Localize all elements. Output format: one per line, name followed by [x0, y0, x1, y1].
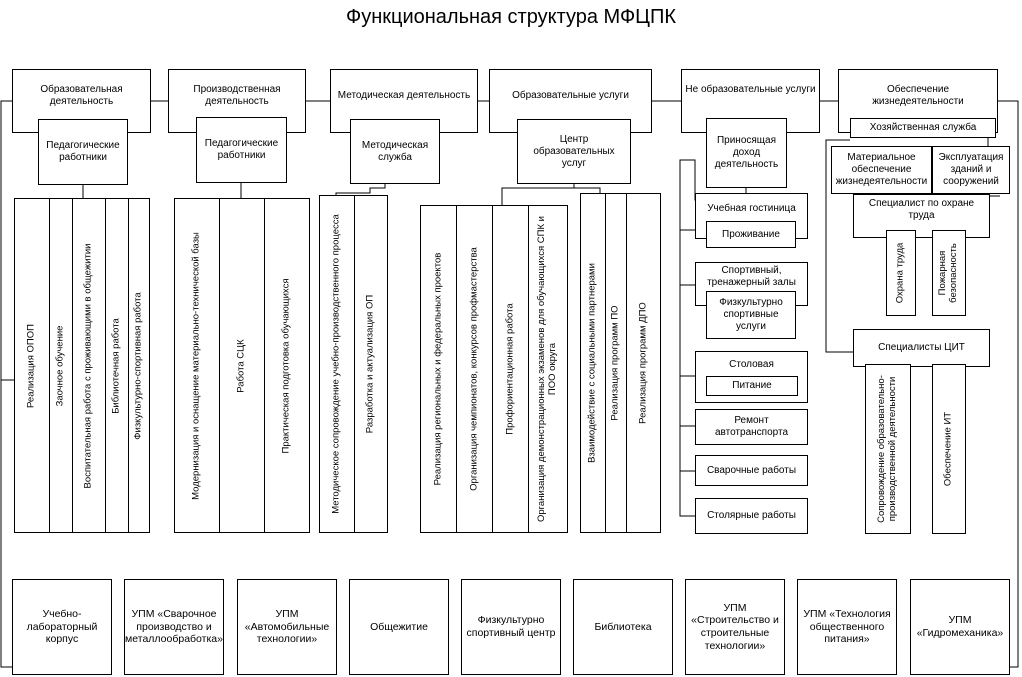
sub-box-service-center: Центр образовательных услуг	[517, 119, 631, 184]
vbox-opop: Реализация ОПОП	[14, 198, 50, 533]
vbox-projects: Реализация региональных и федеральных пр…	[420, 205, 457, 533]
vbox-methodical-support: Методическое сопровождение учебно-произв…	[319, 195, 355, 533]
vtext: Библиотечная работа	[110, 317, 122, 414]
vbox-modernization: Модернизация и оснащение материально-тех…	[174, 198, 220, 533]
bottom-box-upm-hydromechanics: УПМ «Гидромеханика»	[910, 579, 1010, 675]
sub-box-ped-workers-1: Педагогические работники	[38, 119, 128, 185]
bottom-box-upm-catering: УПМ «Технология общественного питания»	[797, 579, 897, 675]
box-carpentry: Столярные работы	[695, 498, 808, 534]
bottom-box-lab-building: Учебно-лабораторный корпус	[12, 579, 112, 675]
vtext: Профориентационная работа	[504, 303, 516, 435]
vtext: Работа СЦК	[235, 338, 247, 393]
vbox-sport-work: Физкультурно-спортивная работа	[128, 198, 150, 533]
vbox-sck: Работа СЦК	[219, 198, 265, 533]
vbox-labor-protection: Охрана труда	[886, 230, 916, 316]
vtext: Практическая подготовка обучающихся	[280, 278, 292, 453]
vtext: Организация чемпионатов, конкурсов профм…	[468, 247, 480, 491]
vbox-it-support: Обеспечение ИТ	[932, 364, 966, 534]
vbox-social-partners: Взаимодействие с социальными партнерами	[580, 193, 606, 533]
sub-box-method-service: Методическая служба	[350, 119, 440, 184]
box-sport-services: Физкультурно спортивные услуги	[706, 291, 796, 339]
box-safety-specialist: Специалист по охране труда	[853, 194, 990, 238]
vbox-correspondence: Заочное обучение	[49, 198, 73, 533]
vtext: Реализация региональных и федеральных пр…	[432, 252, 444, 486]
vtext: Взаимодействие с социальными партнерами	[586, 263, 598, 463]
vbox-po-programs: Реализация программ ПО	[605, 193, 627, 533]
vtext: Модернизация и оснащение материально-тех…	[190, 231, 202, 500]
bottom-box-upm-construction: УПМ «Строительство и строительные технол…	[685, 579, 785, 675]
vbox-championships: Организация чемпионатов, конкурсов профм…	[456, 205, 493, 533]
vtext: Реализация программ ПО	[609, 305, 621, 421]
bottom-box-upm-welding: УПМ «Сварочное производство и металлообр…	[124, 579, 224, 675]
box-material-support: Материальное обеспечение жизнедеятельнос…	[831, 146, 932, 194]
bottom-box-library: Библиотека	[573, 579, 673, 675]
vtext: Воспитательная работа с проживающими в о…	[82, 243, 94, 488]
vtext: Реализация ОПОП	[25, 323, 37, 408]
vbox-dormitory-work: Воспитательная работа с проживающими в о…	[72, 198, 106, 533]
vtext: Методическое сопровождение учебно-произв…	[330, 214, 342, 514]
vbox-demo-exams: Организация демонстрационных экзаменов д…	[528, 205, 568, 533]
vtext: Физкультурно-спортивная работа	[132, 291, 144, 440]
vbox-library-work: Библиотечная работа	[105, 198, 129, 533]
box-repair: Ремонт автотранспорта	[695, 409, 808, 445]
box-living: Проживание	[706, 221, 796, 248]
box-food: Питание	[706, 376, 798, 396]
box-welding: Сварочные работы	[695, 455, 808, 486]
vtext: Пожарная безопасность	[937, 243, 959, 303]
bottom-box-sport-center: Физкультурно спортивный центр	[461, 579, 561, 675]
vbox-practical: Практическая подготовка обучающихся	[264, 198, 310, 533]
vtext: Организация демонстрационных экзаменов д…	[536, 216, 558, 522]
vtext: Обеспечение ИТ	[942, 411, 954, 487]
vbox-op-development: Разработка и актуализация ОП	[354, 195, 388, 533]
sub-box-household: Хозяйственная служба	[850, 118, 996, 138]
box-buildings: Эксплуатация зданий и сооружений	[932, 146, 1010, 194]
vbox-dpo-programs: Реализация программ ДПО	[626, 193, 661, 533]
vtext: Охрана труда	[894, 242, 906, 304]
bottom-box-dormitory: Общежитие	[349, 579, 449, 675]
vtext: Разработка и актуализация ОП	[364, 294, 376, 434]
diagram-title: Функциональная структура МФЦПК	[345, 6, 677, 28]
vtext: Реализация программ ДПО	[637, 302, 649, 424]
vtext: Сопровождение образовательно-производств…	[876, 375, 898, 523]
vbox-career-guidance: Профориентационная работа	[492, 205, 529, 533]
vbox-edu-support: Сопровождение образовательно-производств…	[865, 364, 911, 534]
box-cit-specialists: Специалисты ЦИТ	[853, 329, 990, 367]
vtext: Заочное обучение	[54, 325, 66, 406]
vbox-fire-safety: Пожарная безопасность	[932, 230, 966, 316]
sub-box-ped-workers-2: Педагогические работники	[196, 117, 287, 183]
bottom-box-upm-auto: УПМ «Автомобильные технологии»	[237, 579, 337, 675]
sub-box-income: Приносящая доход деятельность	[706, 118, 787, 188]
